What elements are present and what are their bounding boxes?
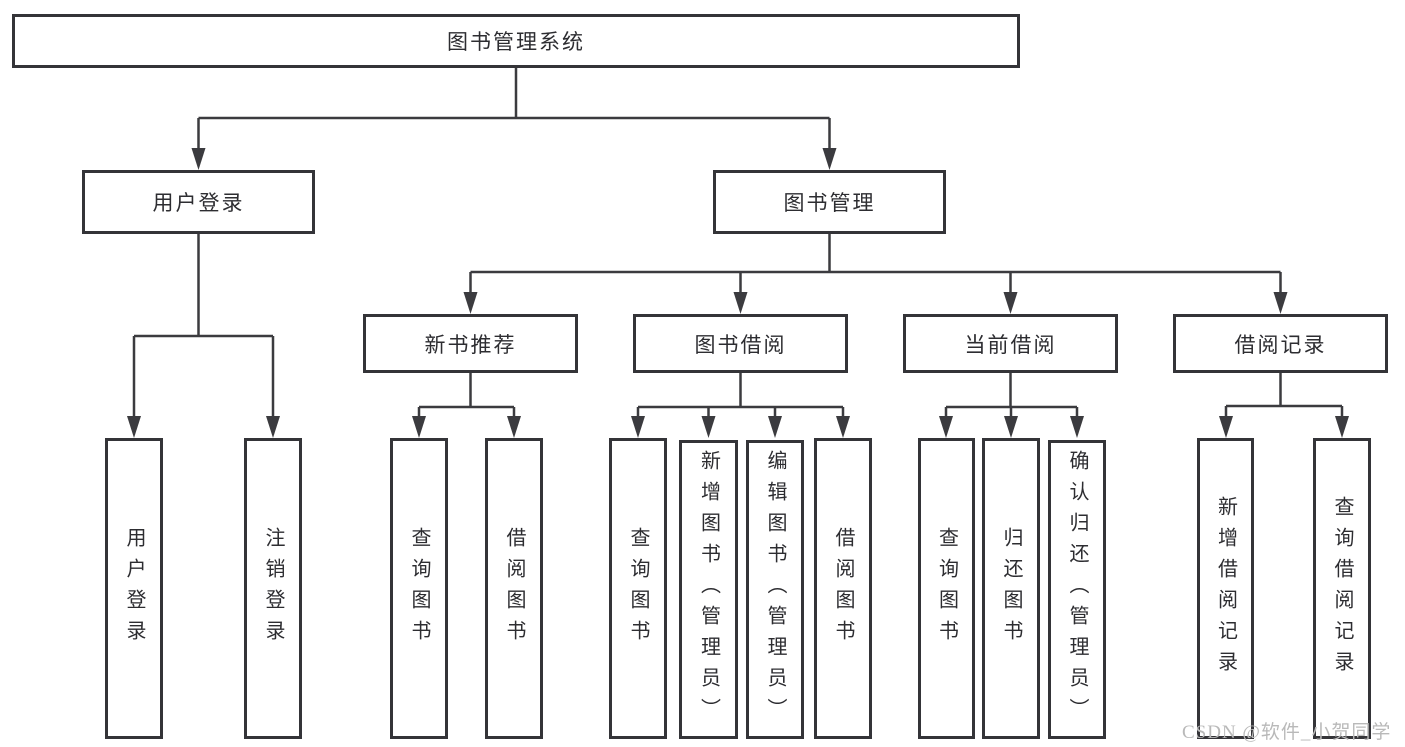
node-current-borrowing: 当前借阅 — [903, 314, 1118, 373]
node-label: 查询图书 — [408, 526, 430, 651]
leaf-borrow-books-borrowing: 借阅图书 — [814, 438, 872, 739]
node-label: 图书借阅 — [694, 332, 787, 357]
node-new-book-recommendation: 新书推荐 — [363, 314, 578, 373]
node-label: 查询图书 — [935, 526, 958, 651]
leaf-edit-book-admin: 编辑图书（管理员） — [746, 440, 804, 739]
node-label: 借阅记录 — [1234, 332, 1327, 357]
node-label: 新书推荐 — [424, 332, 517, 357]
csdn-watermark: CSDN @软件_小贺同学 — [1182, 722, 1392, 743]
node-label: 新增图书（管理员） — [697, 450, 720, 729]
node-label: 图书管理 — [783, 191, 876, 215]
node-label: 借阅图书 — [832, 526, 854, 651]
node-root: 图书管理系统 — [12, 14, 1020, 68]
leaf-add-book-admin: 新增图书（管理员） — [679, 440, 738, 739]
node-label: 查询借阅记录 — [1331, 495, 1353, 682]
node-label: 查询图书 — [627, 526, 649, 651]
node-label: 编辑图书（管理员） — [764, 450, 786, 729]
node-label: 用户登录 — [123, 526, 145, 651]
leaf-user-login: 用户登录 — [105, 438, 163, 739]
leaf-logout: 注销登录 — [244, 438, 302, 739]
leaf-borrow-books-recommend: 借阅图书 — [485, 438, 543, 739]
node-label: 借阅图书 — [503, 526, 525, 651]
node-label: 归还图书 — [1000, 526, 1022, 651]
leaf-query-books-borrowing: 查询图书 — [609, 438, 667, 739]
leaf-return-book: 归还图书 — [982, 438, 1040, 739]
leaf-add-borrow-record: 新增借阅记录 — [1197, 438, 1254, 739]
node-book-management-branch: 图书管理 — [713, 170, 946, 234]
leaf-query-borrow-record: 查询借阅记录 — [1313, 438, 1371, 739]
node-label: 用户登录 — [152, 191, 245, 215]
node-book-borrowing: 图书借阅 — [633, 314, 848, 373]
node-label: 注销登录 — [262, 526, 284, 651]
leaf-query-books-recommend: 查询图书 — [390, 438, 448, 739]
node-label: 确认归还（管理员） — [1066, 450, 1088, 729]
node-label: 当前借阅 — [964, 332, 1057, 357]
node-borrowing-records: 借阅记录 — [1173, 314, 1388, 373]
node-root-label: 图书管理系统 — [447, 30, 585, 54]
node-user-login-branch: 用户登录 — [82, 170, 315, 234]
leaf-query-books-current: 查询图书 — [918, 438, 975, 739]
leaf-confirm-return-admin: 确认归还（管理员） — [1048, 440, 1106, 739]
node-label: 新增借阅记录 — [1214, 495, 1237, 682]
